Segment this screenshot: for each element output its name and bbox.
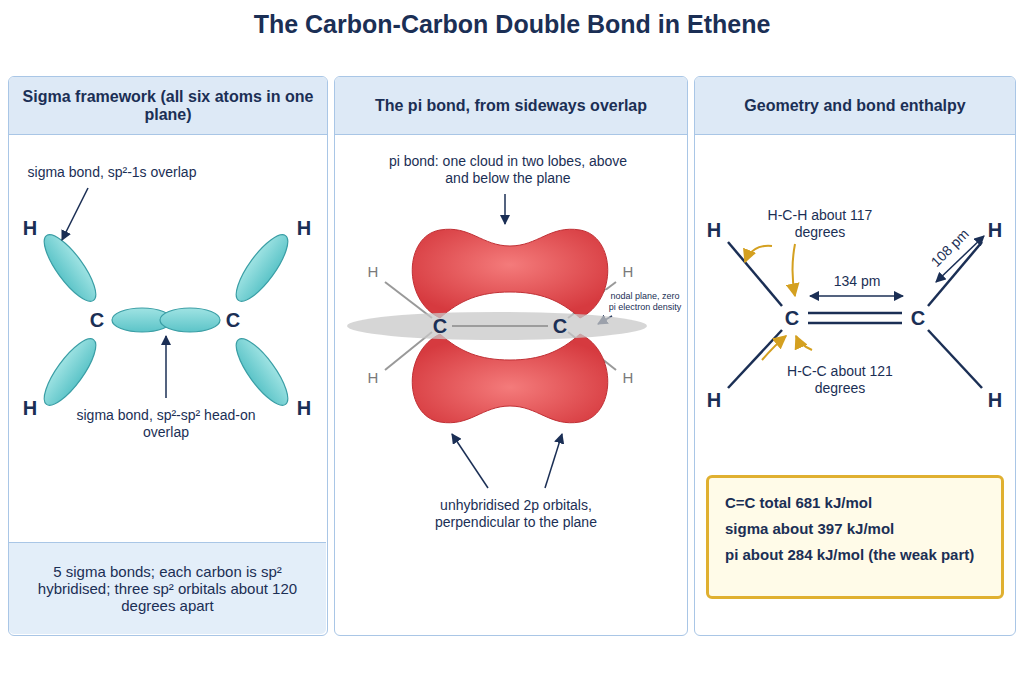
atom-symbol: H bbox=[18, 396, 42, 420]
panel: Geometry and bond enthalpyC=C total 681 … bbox=[694, 76, 1016, 636]
angle-arrows bbox=[745, 244, 812, 360]
atom-symbol: H bbox=[363, 263, 383, 281]
sigma-lobes bbox=[36, 228, 296, 412]
box-text: pi about 284 kJ/mol (the weak part) bbox=[725, 546, 985, 563]
atom-symbol: H bbox=[983, 388, 1007, 412]
panel: Sigma framework (all six atoms in one pl… bbox=[8, 76, 328, 636]
annotation: unhybridised 2p orbitals, perpendicular … bbox=[401, 497, 631, 531]
atom-symbol: C bbox=[780, 306, 804, 330]
annotation: pi bond: one cloud in two lobes, above a… bbox=[383, 153, 633, 187]
annotation: H-C-H about 117 degrees bbox=[750, 207, 890, 241]
box-text: sigma about 397 kJ/mol bbox=[725, 520, 985, 537]
atom-symbol: C bbox=[906, 306, 930, 330]
atom-symbol: H bbox=[702, 218, 726, 242]
atom-symbol: H bbox=[363, 369, 383, 387]
annotation: nodal plane, zero pi electron density bbox=[605, 290, 685, 314]
atom-symbol: H bbox=[292, 216, 316, 240]
atom-symbol: H bbox=[292, 396, 316, 420]
atom-symbol: H bbox=[618, 369, 638, 387]
atom-symbol: C bbox=[221, 308, 245, 332]
annotation: sigma bond, sp²-1s overlap bbox=[12, 164, 212, 181]
atom-symbol: C bbox=[548, 314, 572, 338]
panel-heading: The pi bond, from sideways overlap bbox=[335, 77, 687, 135]
atom-symbol: C bbox=[85, 308, 109, 332]
panel-heading: Geometry and bond enthalpy bbox=[695, 77, 1015, 135]
annotation: sigma bond, sp²-sp² head-on overlap bbox=[71, 407, 261, 441]
diagram-title: The Carbon-Carbon Double Bond in Ethene bbox=[0, 10, 1024, 39]
box-text: C=C total 681 kJ/mol bbox=[725, 494, 985, 511]
sigma-axis bbox=[452, 325, 548, 327]
atom-symbol: H bbox=[618, 263, 638, 281]
panel-heading: Sigma framework (all six atoms in one pl… bbox=[9, 77, 327, 135]
atom-symbol: C bbox=[428, 314, 452, 338]
atom-symbol: H bbox=[983, 218, 1007, 242]
annotation: 134 pm bbox=[822, 273, 892, 290]
nodal-plane bbox=[347, 312, 647, 340]
summary-box: 5 sigma bonds; each carbon is sp² hybrid… bbox=[9, 542, 326, 634]
box-text: 5 sigma bonds; each carbon is sp² hybrid… bbox=[23, 563, 312, 614]
annotation: 108 pm bbox=[917, 215, 983, 281]
enthalpy-box: C=C total 681 kJ/mol sigma about 397 kJ/m… bbox=[706, 475, 1004, 599]
atom-symbol: H bbox=[18, 216, 42, 240]
atom-symbol: H bbox=[702, 388, 726, 412]
annotation: H-C-C about 121 degrees bbox=[770, 363, 910, 397]
